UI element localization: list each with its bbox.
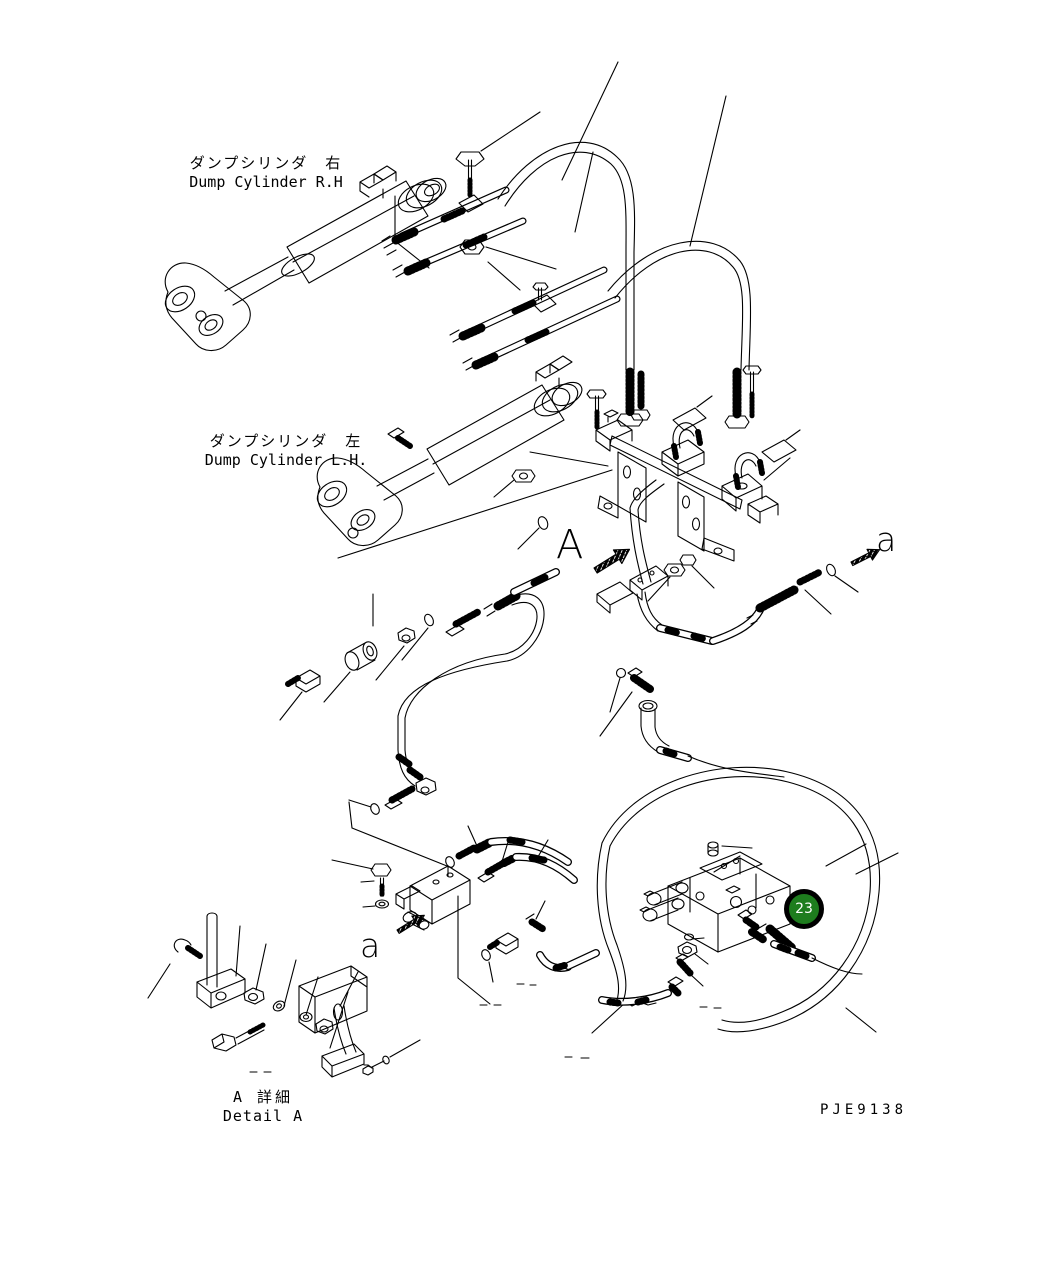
section-marker-a-right: a: [876, 520, 897, 559]
detail-a-assembly-art: [173, 912, 390, 1078]
manifold-assembly-art: [511, 389, 797, 577]
dump-cylinder-lh-art: [316, 355, 613, 559]
left-fittings-art: [285, 568, 560, 815]
label-dump-cylinder-rh: ダンプシリンダ 右 Dump Cylinder R.H: [148, 152, 384, 191]
break-dashes-art: [249, 983, 722, 1073]
label-detail-a: A 詳細 Detail A: [192, 1086, 334, 1125]
lower-left-valve-art: [370, 836, 657, 1034]
section-a-left-arrow-icon: [396, 914, 425, 934]
lh-hose-group-art: [449, 266, 621, 371]
bottom-right-valve-art: [598, 841, 863, 1007]
view-a-arrow-icon: [593, 548, 631, 574]
label-detail-a-en: Detail A: [222, 1107, 304, 1125]
label-detail-a-jp: A 詳細: [232, 1088, 294, 1106]
bottom-loop-hose-art: [596, 766, 881, 1033]
label-dump-cylinder-lh-jp: ダンプシリンダ 左: [209, 432, 363, 450]
part-callout-23-number: 23: [795, 901, 813, 917]
view-marker-a: A: [556, 522, 584, 568]
view-direction-arrows: [396, 548, 881, 934]
drawing-number: PJE9138: [820, 1102, 908, 1118]
section-a-right-arrow-icon: [850, 548, 881, 567]
label-dump-cylinder-lh-en: Dump Cylinder L.H.: [204, 451, 368, 469]
section-marker-a-left: a: [360, 926, 381, 965]
leader-lines-art: [147, 61, 899, 1058]
part-callout-23[interactable]: 23: [784, 889, 824, 929]
label-dump-cylinder-lh: ダンプシリンダ 左 Dump Cylinder L.H.: [168, 430, 404, 469]
dump-cylinder-rh-art: [164, 165, 447, 352]
loop-hoses-art: [497, 141, 762, 429]
rh-hose-group-art: [381, 151, 527, 278]
center-pipe-art: [596, 479, 836, 778]
label-dump-cylinder-rh-en: Dump Cylinder R.H: [189, 173, 343, 191]
label-dump-cylinder-rh-jp: ダンプシリンダ 右: [189, 154, 343, 172]
